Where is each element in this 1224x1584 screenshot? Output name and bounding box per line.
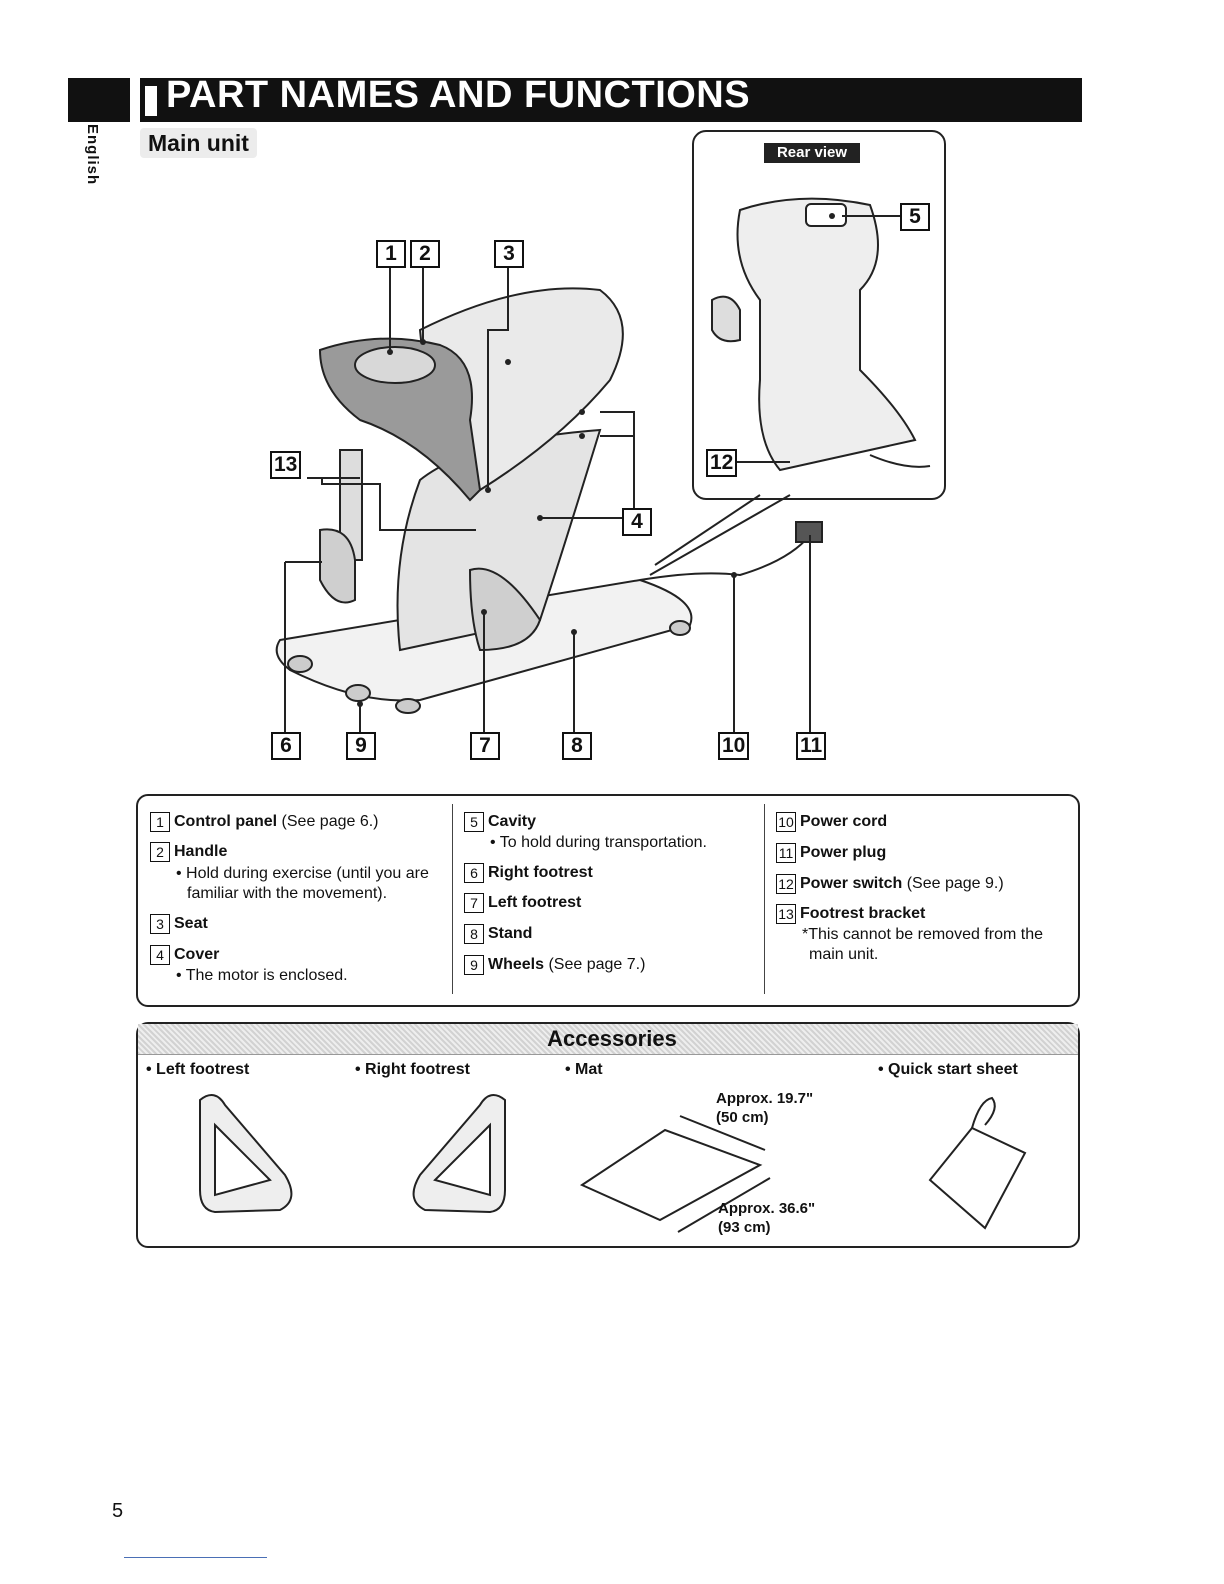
page-number: 5	[112, 1500, 123, 1523]
mat-length-label: Approx. 36.6"(93 cm)	[718, 1199, 815, 1237]
left-footrest-icon	[200, 1095, 291, 1212]
footer-rule	[124, 1557, 267, 1558]
mat-width-label: Approx. 19.7"(50 cm)	[716, 1089, 813, 1127]
right-footrest-icon	[414, 1095, 505, 1212]
quick-start-sheet-icon	[930, 1128, 1025, 1228]
